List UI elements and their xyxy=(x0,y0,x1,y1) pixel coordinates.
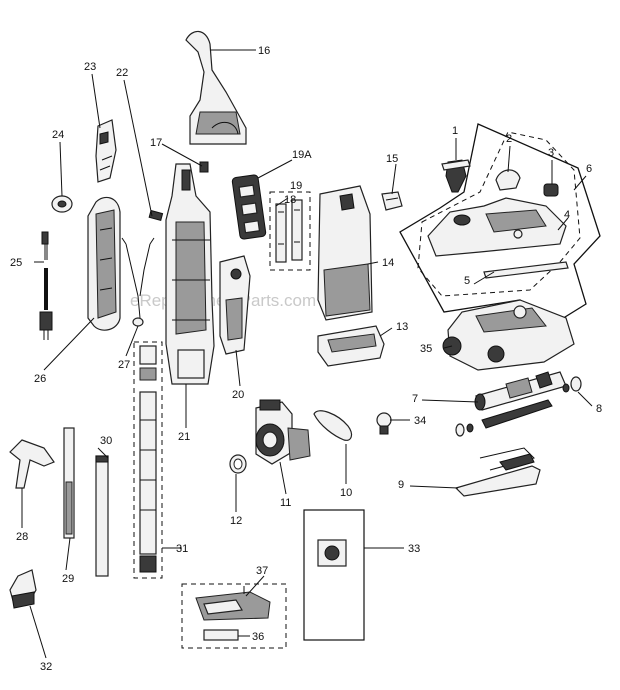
label-12: 12 xyxy=(230,515,242,527)
part-3-light-bulb[interactable] xyxy=(543,183,559,197)
label-20: 20 xyxy=(232,389,244,401)
part-17-fastener[interactable] xyxy=(199,161,209,173)
part-2-lens[interactable] xyxy=(495,169,521,191)
part-13-dust-cup-base[interactable] xyxy=(317,325,385,367)
label-6: 6 xyxy=(586,163,592,175)
part-20-cover-plate[interactable] xyxy=(219,255,251,355)
part-25-power-cord[interactable] xyxy=(39,231,53,340)
part-24-knob[interactable] xyxy=(51,195,73,213)
label-25: 25 xyxy=(10,257,22,269)
part-8-brushroll[interactable] xyxy=(455,376,582,437)
label-24: 24 xyxy=(52,129,64,141)
part-31-hose[interactable] xyxy=(133,341,163,579)
part-29-crevice-tool[interactable] xyxy=(63,427,75,539)
label-3: 3 xyxy=(548,147,554,159)
label-19: 19 xyxy=(290,180,302,192)
label-17: 17 xyxy=(150,137,162,149)
part-28-upholstery-tool[interactable] xyxy=(9,439,55,489)
part-15-latch[interactable] xyxy=(381,191,403,211)
label-11: 11 xyxy=(280,497,291,509)
leader-lines xyxy=(21,49,593,659)
part-22-clip[interactable] xyxy=(148,209,164,222)
part-10-belt[interactable] xyxy=(313,410,353,441)
label-32: 32 xyxy=(40,661,52,673)
part-33-vacuum-bag[interactable] xyxy=(303,509,365,641)
label-30: 30 xyxy=(100,435,112,447)
part-37-bag-holder[interactable] xyxy=(181,583,287,649)
part-27-wire-harness[interactable] xyxy=(121,237,155,327)
label-1: 1 xyxy=(452,125,458,137)
part-14-dust-cup[interactable] xyxy=(317,185,373,321)
part-12-belt-ring[interactable] xyxy=(229,454,247,474)
label-4: 4 xyxy=(564,209,570,221)
label-5: 5 xyxy=(464,275,470,287)
label-13: 13 xyxy=(396,321,408,333)
label-22: 22 xyxy=(116,67,128,79)
label-14: 14 xyxy=(382,257,394,269)
label-27: 27 xyxy=(118,359,130,371)
part-35-base[interactable] xyxy=(442,299,575,371)
label-9: 9 xyxy=(398,479,404,491)
part-21-main-body[interactable] xyxy=(165,163,215,385)
label-28: 28 xyxy=(16,531,28,543)
label-26: 26 xyxy=(34,373,46,385)
label-16: 16 xyxy=(258,45,270,57)
label-34: 34 xyxy=(414,415,426,427)
label-33: 33 xyxy=(408,543,420,555)
part-19-filter-assembly[interactable] xyxy=(269,191,311,271)
label-29: 29 xyxy=(62,573,74,585)
label-2: 2 xyxy=(506,133,512,145)
part-34-bulb[interactable] xyxy=(376,412,392,435)
label-36: 36 xyxy=(252,631,264,643)
label-31: 31 xyxy=(176,543,188,555)
part-26-rear-housing[interactable] xyxy=(87,196,121,331)
label-21: 21 xyxy=(178,431,190,443)
label-35: 35 xyxy=(420,343,432,355)
label-8: 8 xyxy=(596,403,602,415)
label-19a: 19A xyxy=(292,149,312,161)
part-23-cord-hook[interactable] xyxy=(95,119,117,183)
part-1-switch[interactable] xyxy=(441,159,471,193)
label-37: 37 xyxy=(256,565,268,577)
label-10: 10 xyxy=(340,487,352,499)
part-4-hood[interactable] xyxy=(427,197,567,257)
part-32-dusting-brush[interactable] xyxy=(9,569,37,609)
label-23: 23 xyxy=(84,61,96,73)
label-18: 18 xyxy=(284,194,296,206)
part-7-agitator[interactable] xyxy=(474,371,567,411)
part-16-handle[interactable] xyxy=(185,30,247,145)
part-11-motor[interactable] xyxy=(255,399,311,465)
part-9-base-plate[interactable] xyxy=(454,447,541,497)
part-labels: 1 2 3 4 5 6 7 8 9 10 11 12 13 14 15 16 1… xyxy=(10,45,602,673)
label-7: 7 xyxy=(412,393,418,405)
part-5-bumper[interactable] xyxy=(483,261,569,279)
part-30-extension-wand[interactable] xyxy=(95,455,109,577)
label-15: 15 xyxy=(386,153,398,165)
part-19a-panel[interactable] xyxy=(231,174,267,240)
